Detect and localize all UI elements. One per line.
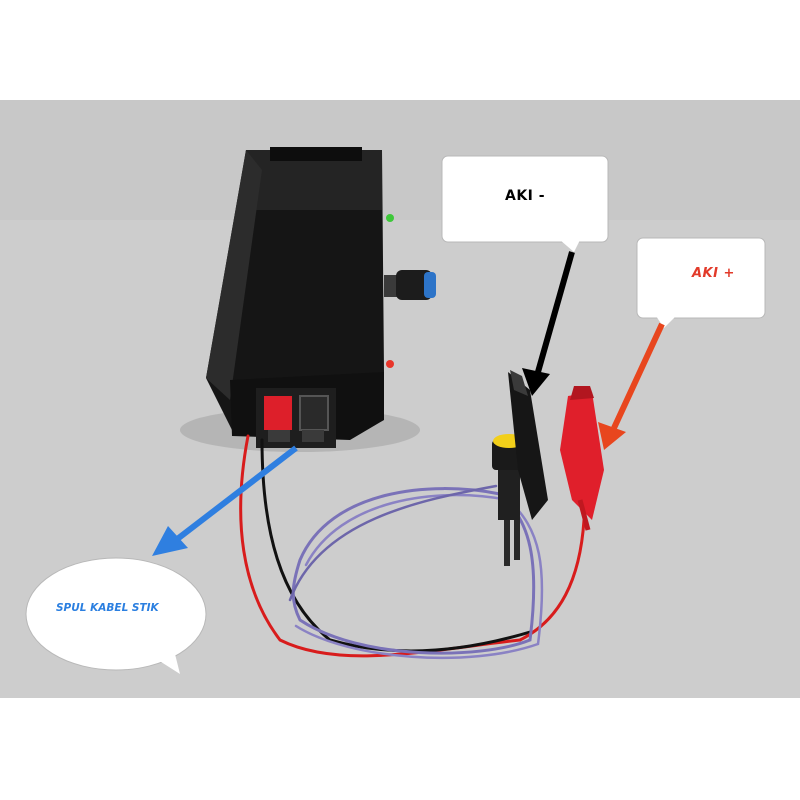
callout-aki-minus-label: AKI - bbox=[505, 188, 546, 204]
terminal-block-icon bbox=[256, 388, 336, 448]
potentiometer-knob-icon bbox=[384, 270, 436, 300]
arrow-blue bbox=[152, 445, 298, 556]
arrow-red bbox=[598, 322, 665, 450]
callout-spul-kabel bbox=[25, 557, 207, 674]
alligator-clip-icon bbox=[508, 370, 548, 520]
callout-aki-minus bbox=[441, 155, 609, 252]
wires bbox=[239, 434, 586, 660]
callout-spul-kabel-label: SPUL KABEL STIK bbox=[56, 602, 159, 614]
alligator-clip-icon bbox=[560, 386, 604, 531]
callout-aki-plus-label: AKI + bbox=[692, 266, 735, 281]
callout-aki-plus bbox=[636, 237, 766, 328]
green-led-icon bbox=[386, 214, 394, 222]
red-led-icon bbox=[386, 360, 394, 368]
arrow-black bbox=[522, 251, 575, 396]
